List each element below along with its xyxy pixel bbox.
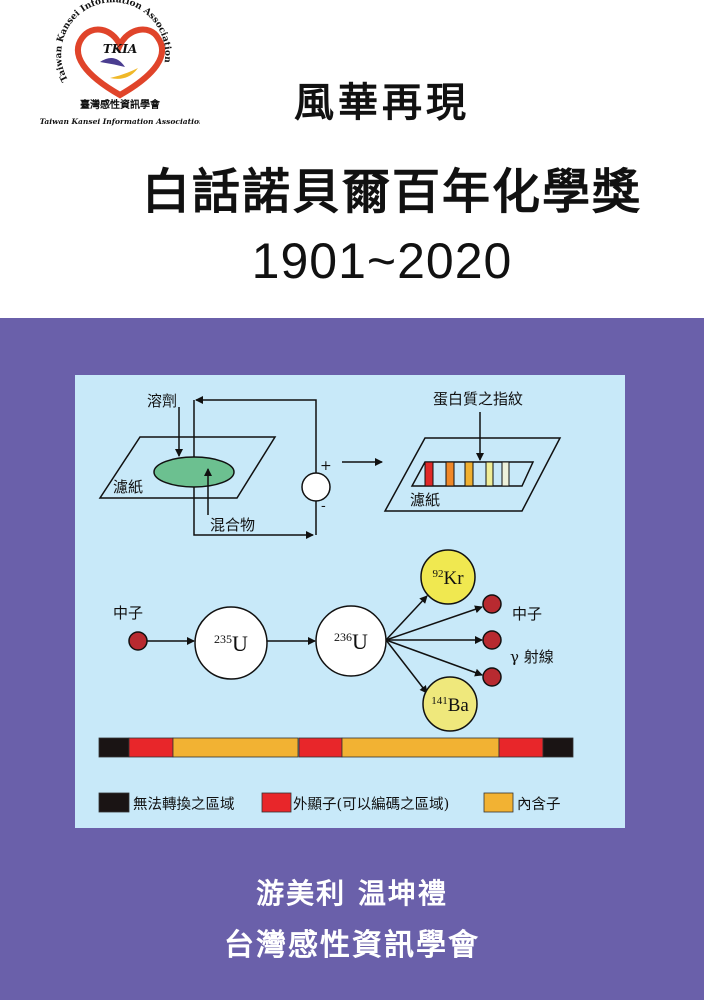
filter-paper-left (98, 436, 277, 499)
legend-label-intron: 內含子 (517, 796, 561, 813)
tkia-logo: Taiwan Kansei Information Association TK… (40, 0, 205, 135)
neutron-out-2 (482, 630, 502, 650)
neutron-in (128, 631, 148, 651)
band-1 (424, 461, 434, 487)
svg-text:Taiwan Kansei Information Asso: Taiwan Kansei Information Association (40, 117, 200, 126)
ba-nucleus (422, 676, 478, 732)
u235-nucleus (194, 606, 268, 680)
gene-utr-right (542, 737, 574, 758)
legend-swatch-exon (261, 792, 292, 813)
diagram: 溶劑 濾紙 混合物 + - 蛋白質之指紋 濾紙 235U (98, 390, 574, 813)
legend-swatch-untranslated (98, 792, 130, 813)
solvent-label: 溶劑 (147, 392, 177, 410)
band-4 (485, 461, 494, 487)
mixture-label: 混合物 (210, 516, 255, 534)
band-5 (501, 461, 510, 487)
neutron-out-1 (482, 594, 502, 614)
gamma-ray-label: γ 射線 (510, 648, 554, 666)
svg-text:TKIA: TKIA (103, 42, 137, 56)
filter-paper-label: 濾紙 (113, 478, 143, 496)
legend-swatch-intron (483, 792, 514, 813)
filter-paper-result-label: 濾紙 (410, 491, 440, 509)
title-years: 1901~2020 (251, 233, 513, 289)
publisher-name: 台灣感性資訊學會 (224, 928, 480, 963)
gene-exon-1 (128, 737, 174, 758)
filter-paper-right (383, 437, 562, 512)
legend-label-untranslated: 無法轉換之區域 (133, 796, 235, 813)
band-3 (464, 461, 474, 487)
diagram-panel: 溶劑 濾紙 混合物 + - 蛋白質之指紋 濾紙 235U (75, 375, 625, 828)
legend-label-exon: 外顯子(可以編碼之區域) (293, 796, 449, 813)
u236-label: 236U (334, 629, 368, 654)
gene-intron-2 (341, 737, 500, 758)
u236-nucleus (315, 605, 387, 677)
band-2 (445, 461, 455, 487)
gene-utr-left (98, 737, 130, 758)
fingerprint-label: 蛋白質之指紋 (433, 390, 523, 408)
author-names: 游美利 温坤禮 (256, 877, 448, 910)
neutron-out-3 (482, 667, 502, 687)
gene-intron-1 (172, 737, 299, 758)
neutron-out-label: 中子 (512, 605, 542, 623)
gene-exon-3 (498, 737, 544, 758)
kr-label: 92Kr (432, 568, 464, 589)
gene-exon-2 (298, 737, 343, 758)
u235-label: 235U (214, 631, 248, 656)
sample-spot (153, 456, 235, 488)
title-line-1: 風華再現 (294, 79, 470, 126)
title-line-2: 白話諾貝爾百年化學獎 (141, 164, 642, 220)
title-area: Taiwan Kansei Information Association TK… (0, 0, 704, 318)
kr-nucleus (420, 549, 476, 605)
ba-label: 141Ba (431, 695, 469, 716)
minus-label: - (321, 498, 326, 514)
svg-text:臺灣感性資訊學會: 臺灣感性資訊學會 (80, 98, 161, 111)
plus-label: + (320, 458, 332, 474)
neutron-in-label: 中子 (113, 604, 143, 622)
power-source (301, 472, 331, 502)
gel-strip (410, 461, 535, 487)
